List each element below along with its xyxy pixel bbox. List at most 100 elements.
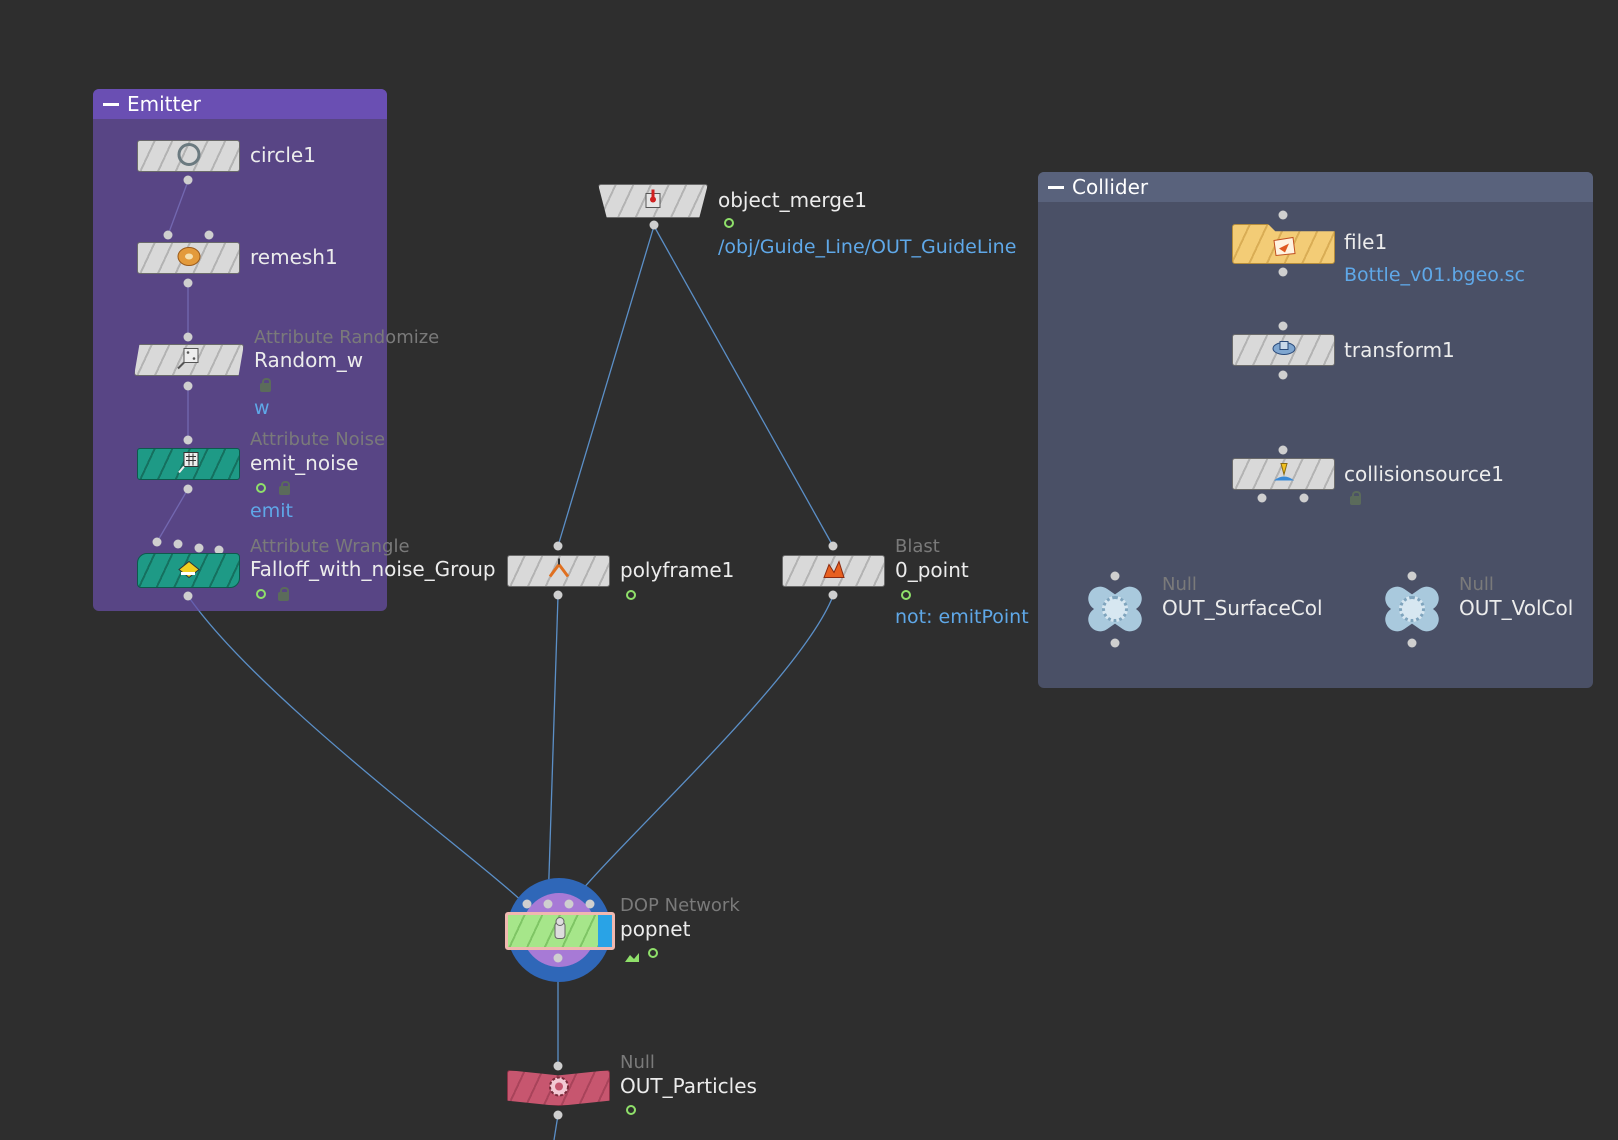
node-tile[interactable] xyxy=(507,555,610,587)
node-tile[interactable] xyxy=(507,1070,610,1106)
file-icon xyxy=(1271,235,1297,260)
wire-polyframe-popnet xyxy=(547,595,559,907)
input-port[interactable] xyxy=(564,899,574,909)
cook-state-icon xyxy=(624,948,640,967)
node-param: Bottle_v01.bgeo.sc xyxy=(1344,264,1525,286)
node-name: emit_noise xyxy=(250,451,359,475)
merge-icon xyxy=(641,188,665,215)
node-name: 0_point xyxy=(895,558,969,582)
node-tile[interactable] xyxy=(782,555,885,587)
node-tile[interactable] xyxy=(137,140,240,172)
output-port[interactable] xyxy=(183,175,193,185)
display-flag-icon xyxy=(648,948,658,958)
output-port[interactable] xyxy=(1278,267,1288,277)
input-port[interactable] xyxy=(152,537,162,547)
transform-icon xyxy=(1270,338,1298,363)
node-name: popnet xyxy=(620,917,691,941)
input-port[interactable] xyxy=(543,899,553,909)
remesh-icon xyxy=(176,246,202,271)
output-port[interactable] xyxy=(183,591,193,601)
node-tile[interactable] xyxy=(1232,458,1335,490)
input-port[interactable] xyxy=(585,899,595,909)
node-type: Attribute Noise xyxy=(250,429,386,450)
input-port[interactable] xyxy=(553,1061,563,1071)
input-port[interactable] xyxy=(204,230,214,240)
wrangle-icon xyxy=(175,557,203,584)
emitter-box-header[interactable]: Emitter xyxy=(93,89,387,119)
input-port[interactable] xyxy=(522,899,532,909)
node-tile[interactable] xyxy=(137,448,240,480)
input-port[interactable] xyxy=(1110,571,1120,581)
null-icon xyxy=(547,1075,571,1102)
input-port[interactable] xyxy=(183,435,193,445)
node-tile[interactable] xyxy=(505,912,615,950)
node-name: file1 xyxy=(1344,230,1388,254)
emitter-box-title: Emitter xyxy=(127,92,201,116)
blast-icon xyxy=(821,559,847,584)
output-port[interactable] xyxy=(183,381,193,391)
node-param: w xyxy=(254,397,270,419)
node-name: OUT_SurfaceCol xyxy=(1162,596,1323,620)
node-param: /obj/Guide_Line/OUT_GuideLine xyxy=(718,236,1017,258)
polyframe-icon xyxy=(546,558,572,584)
node-name: transform1 xyxy=(1344,338,1455,362)
display-flag-icon xyxy=(256,483,266,493)
input-port[interactable] xyxy=(173,539,183,549)
input-port[interactable] xyxy=(553,541,563,551)
output-port[interactable] xyxy=(183,278,193,288)
input-port[interactable] xyxy=(1278,321,1288,331)
collapse-icon[interactable] xyxy=(1048,185,1064,189)
display-flag-icon xyxy=(256,589,266,599)
output-port[interactable] xyxy=(1299,493,1309,503)
node-tile[interactable] xyxy=(134,344,244,376)
node-name: polyframe1 xyxy=(620,558,735,582)
input-port[interactable] xyxy=(1278,445,1288,455)
wire-merge-polyframe xyxy=(557,225,655,547)
node-tile[interactable] xyxy=(137,553,240,588)
collapse-icon[interactable] xyxy=(103,102,119,106)
output-port[interactable] xyxy=(553,953,563,963)
wire-falloff-popnet xyxy=(187,595,528,907)
node-name: Random_w xyxy=(254,348,364,372)
output-port[interactable] xyxy=(1110,638,1120,648)
node-name: collisionsource1 xyxy=(1344,462,1504,486)
null-node-shape[interactable] xyxy=(1374,571,1450,647)
output-port[interactable] xyxy=(183,484,193,494)
input-port[interactable] xyxy=(163,230,173,240)
input-port[interactable] xyxy=(214,545,224,555)
input-port[interactable] xyxy=(194,543,204,553)
input-port[interactable] xyxy=(1278,210,1288,220)
output-port[interactable] xyxy=(553,590,563,600)
node-tile[interactable] xyxy=(1232,334,1335,366)
input-port[interactable] xyxy=(183,332,193,342)
collider-box-header[interactable]: Collider xyxy=(1038,172,1593,202)
input-port[interactable] xyxy=(828,541,838,551)
node-tile[interactable] xyxy=(137,242,240,274)
output-port[interactable] xyxy=(649,220,659,230)
null-icon xyxy=(1102,596,1128,622)
collision-icon xyxy=(1271,461,1297,488)
node-type: Null xyxy=(620,1052,655,1073)
lock-icon xyxy=(1350,491,1361,505)
node-param: emit xyxy=(250,500,293,522)
node-param: not: emitPoint xyxy=(895,606,1029,628)
display-flag-icon xyxy=(724,218,734,228)
input-port[interactable] xyxy=(1407,571,1417,581)
output-port[interactable] xyxy=(1278,370,1288,380)
node-type: Null xyxy=(1162,574,1197,595)
wire-blast-popnet xyxy=(568,595,834,907)
dop-icon xyxy=(548,917,572,946)
wire-merge-blast xyxy=(653,225,834,547)
circle-icon xyxy=(176,142,202,171)
output-port[interactable] xyxy=(1407,638,1417,648)
node-tile[interactable] xyxy=(598,184,708,218)
null-node-shape[interactable] xyxy=(1077,571,1153,647)
lock-icon xyxy=(279,481,290,495)
output-port[interactable] xyxy=(828,590,838,600)
output-port[interactable] xyxy=(1257,493,1267,503)
node-type: DOP Network xyxy=(620,895,740,916)
output-port[interactable] xyxy=(553,1110,563,1120)
node-type: Blast xyxy=(895,536,940,557)
node-type: Null xyxy=(1459,574,1494,595)
display-flag-icon xyxy=(626,590,636,600)
